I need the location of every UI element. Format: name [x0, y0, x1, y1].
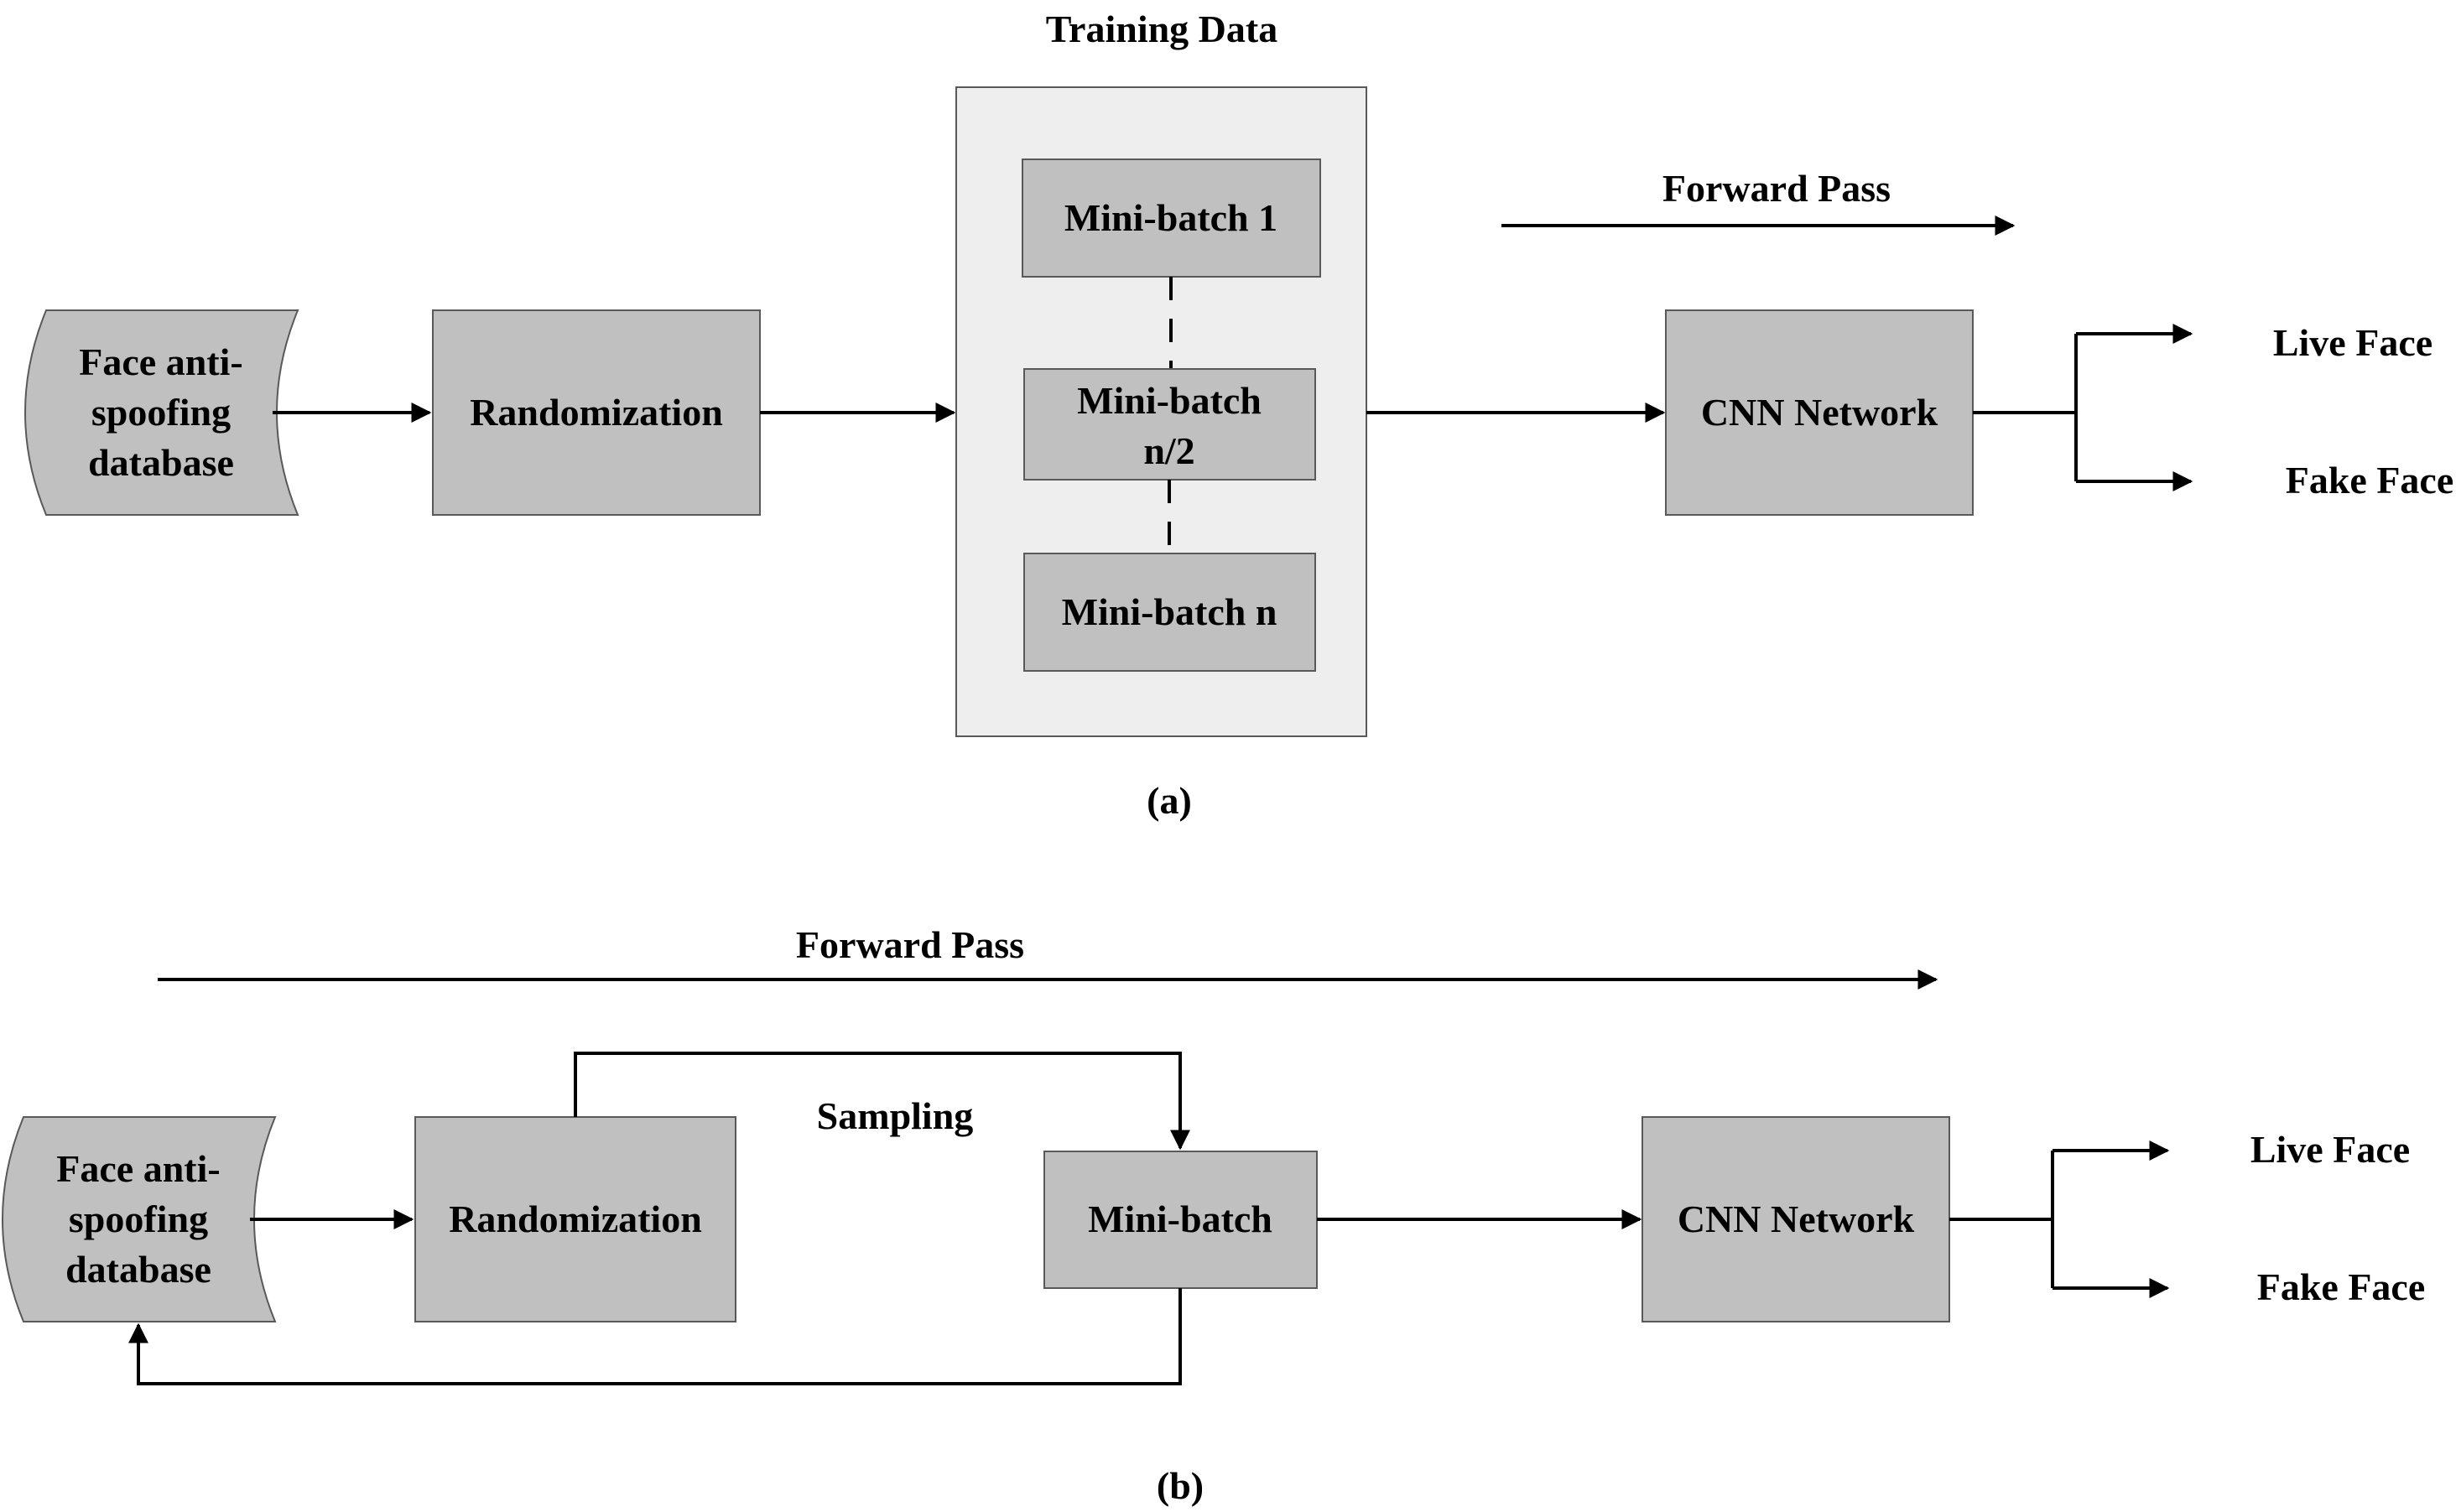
live-face-label-a: Live Face	[2273, 321, 2432, 364]
minibatch-half-label-line-2: n/2	[1143, 429, 1194, 472]
caption-b: (b)	[1157, 1464, 1204, 1507]
database-shape	[2, 1116, 277, 1322]
minibatch-n-rect	[1023, 553, 1316, 672]
live-face-label-b: Live Face	[2250, 1128, 2410, 1171]
minibatch-half: Mini-batch n/2	[1023, 368, 1316, 481]
database-label-line-3: database	[88, 441, 234, 484]
fake-face-label-b: Fake Face	[2257, 1265, 2426, 1308]
cnn-label: CNN Network	[1701, 391, 1938, 434]
minibatch-n: Mini-batch n	[1023, 553, 1316, 672]
randomization-label: Randomization	[470, 391, 723, 434]
randomization-box-a: Randomization	[432, 309, 761, 516]
cnn-rect	[1665, 309, 1974, 516]
sampling-label: Sampling	[817, 1094, 974, 1137]
randomization-box-b: Randomization	[414, 1116, 736, 1322]
database-a: Face anti- spoofing database	[24, 309, 299, 516]
minibatch-half-rect	[1023, 368, 1316, 481]
randomization-label: Randomization	[449, 1198, 702, 1240]
cnn-rect	[1642, 1116, 1950, 1322]
database-label-line-2: spoofing	[69, 1198, 208, 1240]
minibatch-n-label: Mini-batch n	[1062, 590, 1277, 633]
fake-face-label-a: Fake Face	[2286, 459, 2454, 501]
panel-b: Forward Pass Face anti- spoofing databas…	[2, 923, 2426, 1507]
database-label-line-1: Face anti-	[56, 1147, 220, 1190]
cnn-box-b: CNN Network	[1642, 1116, 1950, 1322]
cnn-label: CNN Network	[1678, 1198, 1915, 1240]
database-label-line-1: Face anti-	[79, 340, 242, 383]
randomization-rect	[432, 309, 761, 516]
database-label-line-2: spoofing	[91, 391, 231, 434]
forward-pass-label-b: Forward Pass	[796, 923, 1024, 966]
forward-pass-label-a: Forward Pass	[1662, 167, 1891, 210]
database-shape	[24, 309, 299, 516]
return-arrow-to-database	[128, 1288, 1182, 1385]
database-b: Face anti- spoofing database	[2, 1116, 277, 1322]
sampling-arrow	[574, 1052, 1190, 1151]
cnn-box-a: CNN Network	[1665, 309, 1974, 516]
minibatch-1: Mini-batch 1	[1022, 158, 1321, 278]
caption-a: (a)	[1147, 779, 1192, 822]
training-data-title: Training Data	[1046, 8, 1277, 50]
minibatch-box-b: Mini-batch	[1043, 1151, 1318, 1289]
minibatch-1-label: Mini-batch 1	[1064, 196, 1277, 239]
panel-a: Training Data Face anti- spoofing databa…	[24, 8, 2454, 822]
minibatch-label: Mini-batch	[1088, 1198, 1272, 1240]
minibatch-rect	[1043, 1151, 1318, 1289]
database-label-line-3: database	[65, 1248, 211, 1291]
training-data-panel: Mini-batch 1 Mini-batch n/2 Mini-batch n	[955, 86, 1367, 737]
randomization-rect	[414, 1116, 736, 1322]
minibatch-half-label-line-1: Mini-batch	[1077, 379, 1262, 422]
